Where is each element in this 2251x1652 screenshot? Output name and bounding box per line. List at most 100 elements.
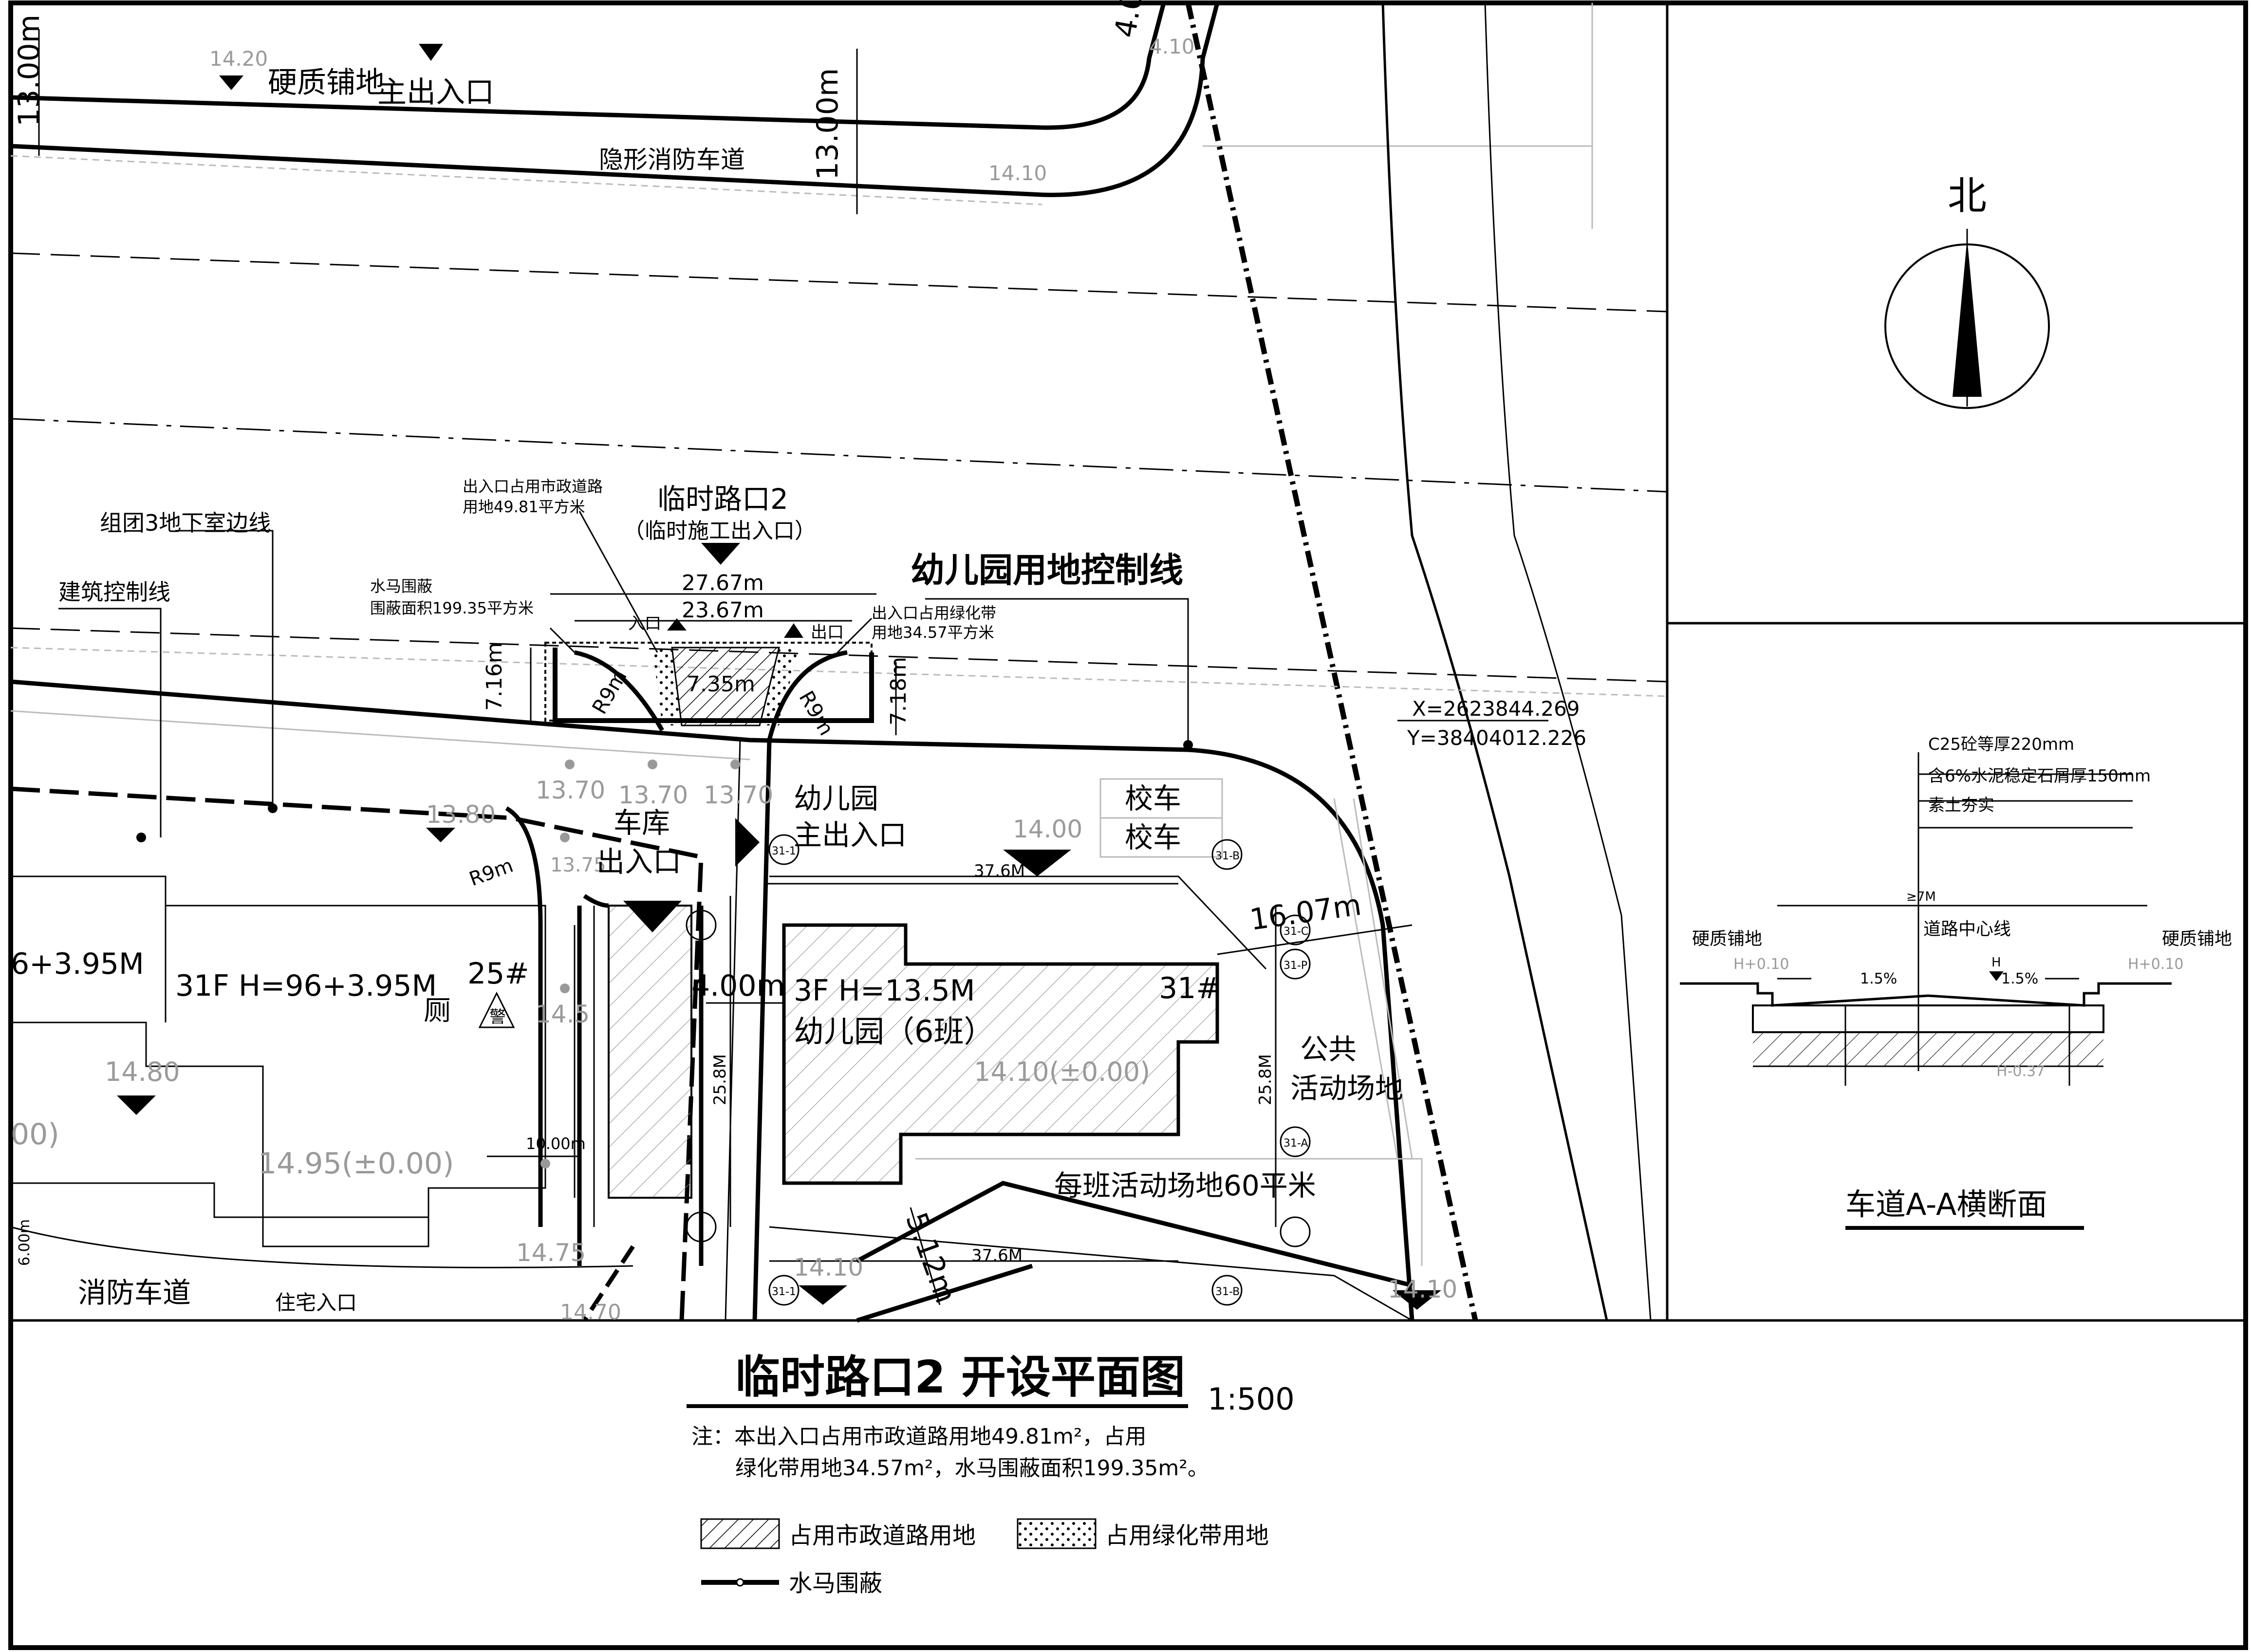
school-bus-1: 校车 [1125, 782, 1181, 815]
temp-gate-sub: （临时施工出入口） [623, 519, 816, 543]
elev-145: 14.5 [536, 1000, 590, 1028]
temp-gate-title: 临时路口2 [657, 483, 788, 516]
elev-1420: 14.20 [209, 47, 268, 71]
elev-1410-top: 14.10 [988, 161, 1047, 185]
section-slope-right: 1.5% [2001, 970, 2038, 987]
bldg-31f-label: 31F H=96+3.95M [175, 969, 437, 1003]
sheet-scale: 1:500 [1208, 1381, 1295, 1417]
elev-1480: 14.80 [105, 1057, 180, 1087]
building-control-label: 建筑控制线 [58, 579, 170, 605]
axis-31-p: 31-P [1284, 960, 1307, 972]
kg-control-line-label: 幼儿园用地控制线 [911, 550, 1183, 590]
dim-376-top: 37.6M [974, 861, 1025, 881]
dim-258-left: 25.8M [710, 1054, 730, 1105]
guard-label: 警 [489, 1007, 506, 1027]
dim-718: 7.18m [886, 657, 911, 725]
section-labels: C25砼等厚220mm 含6%水泥稳定石屑厚150mm 素土夯实 ≥7M 道路中… [1692, 735, 2232, 1222]
barrier-note-2: 围蔽面积199.35平方米 [370, 599, 534, 617]
section-hard-right: 硬质铺地 [2162, 929, 2232, 949]
entry-label: 入口 [628, 614, 661, 633]
dim-258-right: 25.8M [1256, 1054, 1275, 1105]
public-area-1: 公共 [1300, 1033, 1357, 1066]
elev-1375: 13.75 [550, 854, 606, 876]
legend-swatch-green [1017, 1518, 1097, 1549]
section-layer-1: C25砼等厚220mm [1928, 735, 2074, 754]
hard-paving-label: 硬质铺地 [268, 66, 385, 100]
axis-31-b: 31-B [1215, 850, 1240, 862]
elev-1495: 14.95(±0.00) [258, 1147, 454, 1181]
elev-147: 14.70 [560, 1300, 621, 1325]
kg-main-entrance-1: 幼儿园 [794, 782, 878, 815]
section-h-bottom: H-0.37 [1996, 1063, 2045, 1080]
note-road-occupy-2: 用地49.81平方米 [463, 498, 585, 516]
basement-edge-label: 组团3地下室边线 [100, 510, 271, 536]
school-bus-2: 校车 [1125, 821, 1181, 854]
axis-31-1b: 31-1 [772, 1286, 796, 1298]
sheet-frame [8, 0, 2248, 1650]
public-area-2: 活动场地 [1290, 1072, 1403, 1105]
elev-1410-right: 14.10 [1388, 1275, 1457, 1303]
section-centerline: 道路中心线 [1923, 919, 2011, 939]
note-road-occupy-1: 出入口占用市政道路 [463, 477, 603, 496]
kg-main-entrance-2: 主出入口 [794, 818, 907, 852]
elev-top-right: 4.10 [1149, 35, 1195, 58]
sheet-note-1: 注：本出入口占用市政道路用地49.81m²，占用 [691, 1424, 1146, 1449]
axis-31-1: 31-1 [772, 845, 796, 857]
north-arrow [1884, 229, 2050, 409]
coord-y: Y=38404012.226 [1407, 726, 1586, 750]
dim-716: 7.16m [482, 642, 507, 711]
garage-exit-label: 出入口 [596, 845, 681, 878]
dim-400: 4.00m [691, 969, 785, 1003]
kg-elev-label: 14.10(±0.00) [974, 1057, 1150, 1087]
bldg-25-label: 25# [467, 957, 529, 991]
axis-31-a: 31-A [1284, 1137, 1308, 1150]
plan-linework [10, 2, 1668, 1323]
r9-right: R9m [794, 687, 838, 740]
section-layer-2: 含6%水泥稳定石屑厚150mm [1928, 766, 2151, 786]
kg-number-label: 31# [1159, 971, 1221, 1005]
kg-name-label: 幼儿园（6班） [794, 1014, 994, 1049]
axis-31-bb: 31-B [1215, 1286, 1240, 1298]
per-class-label: 每班活动场地60平米 [1054, 1169, 1316, 1202]
dim-2767: 27.67m [682, 571, 764, 595]
elev-1370-a: 13.70 [536, 776, 605, 804]
exit-label: 出口 [811, 623, 844, 642]
elev-1400: 14.00 [1013, 815, 1082, 843]
section-title: 车道A-A横断面 [1845, 1187, 2047, 1222]
dim-512: 5.12m [899, 1208, 963, 1307]
residential-entry-label: 住宅入口 [275, 1291, 357, 1315]
section-slope-left: 1.5% [1860, 970, 1897, 987]
dim-600: 6.00m [16, 1219, 33, 1266]
legend-swatch-road [700, 1518, 780, 1549]
elev-1370-c: 13.70 [704, 781, 773, 809]
sheet-title: 临时路口2 开设平面图 [735, 1351, 1185, 1403]
elev-1380: 13.80 [426, 800, 496, 829]
kg-height-label: 3F H=13.5M [794, 974, 975, 1008]
legend-road-label: 占用市政道路用地 [789, 1522, 976, 1549]
coord-x: X=2623844.269 [1412, 697, 1580, 721]
section-width: ≥7M [1906, 890, 1936, 904]
note-green-1: 出入口占用绿化带 [872, 604, 996, 622]
axis-31-c: 31-C [1284, 926, 1308, 938]
section-layer-3: 素土夯实 [1928, 796, 1994, 815]
r9-left: R9m [587, 666, 632, 718]
note-green-2: 用地34.57平方米 [872, 623, 994, 642]
fire-lane-label: 消防车道 [78, 1276, 191, 1309]
section-h-left: H+0.10 [1733, 956, 1789, 973]
sheet-note-2: 绿化带用地34.57m²，水马围蔽面积199.35m²。 [735, 1456, 1209, 1481]
title-block: 临时路口2 开设平面图 1:500 注：本出入口占用市政道路用地49.81m²，… [691, 1351, 1295, 1597]
north-label: 北 [1948, 173, 1987, 219]
section-hard-left: 硬质铺地 [1692, 929, 1762, 949]
section-h-right: H+0.10 [2128, 956, 2184, 973]
road-cross-section [1680, 752, 2172, 1086]
garage-label: 车库 [614, 806, 670, 839]
elev-00: 00) [11, 1117, 59, 1151]
barrier-note-1: 水马围蔽 [370, 577, 432, 595]
hidden-fire-lane-label: 隐形消防车道 [599, 146, 745, 174]
legend-barrier-label: 水马围蔽 [789, 1570, 882, 1597]
toilet-label: 厕 [424, 995, 451, 1027]
section-h-center: H [1991, 955, 2001, 970]
elev-1475: 14.75 [516, 1239, 586, 1267]
main-entrance-label: 主出入口 [377, 75, 494, 110]
